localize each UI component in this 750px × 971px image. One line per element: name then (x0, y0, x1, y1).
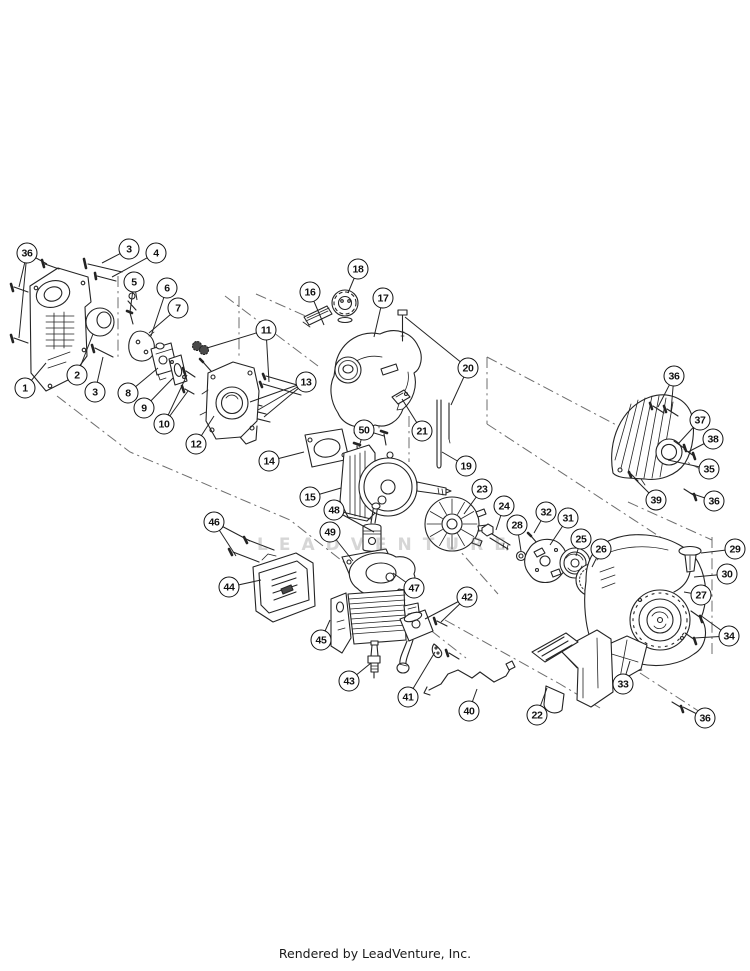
callout-balloon-11[interactable]: 11 (255, 319, 277, 341)
part-fuel-line (436, 399, 442, 469)
part-starter-housing (584, 534, 707, 673)
engine-parts-artwork (9, 257, 707, 714)
callout-balloon-34[interactable]: 34 (718, 625, 740, 647)
part-starter-pawl-plate (524, 538, 568, 584)
rendered-by-credit: Rendered by LeadVenture, Inc. (278, 946, 472, 961)
fastener-insulator-pin (432, 616, 460, 660)
part-engine-housing-front (199, 361, 260, 445)
callout-balloon-45[interactable]: 45 (310, 629, 332, 651)
fastener-flywheel-bolt (481, 523, 511, 551)
part-engine-shroud (611, 394, 694, 486)
part-cable-clamp (391, 389, 411, 411)
callout-balloon-16[interactable]: 16 (299, 281, 321, 303)
callout-balloon-30[interactable]: 30 (716, 563, 738, 585)
callout-balloon-36[interactable]: 36 (703, 490, 725, 512)
callout-balloon-3[interactable]: 3 (84, 381, 106, 403)
callout-balloon-36[interactable]: 36 (16, 242, 38, 264)
callout-balloon-41[interactable]: 41 (397, 686, 419, 708)
callout-balloon-29[interactable]: 29 (724, 538, 746, 560)
part-air-filter (85, 307, 115, 337)
part-choke-plate (128, 330, 155, 362)
callout-balloon-2[interactable]: 2 (66, 364, 88, 386)
callout-balloon-46[interactable]: 46 (203, 511, 225, 533)
callout-balloon-26[interactable]: 26 (590, 538, 612, 560)
fastener-pawl-screw (526, 531, 538, 544)
callout-balloon-27[interactable]: 27 (690, 584, 712, 606)
callout-balloon-18[interactable]: 18 (347, 258, 369, 280)
callout-balloon-49[interactable]: 49 (319, 521, 341, 543)
callout-balloon-25[interactable]: 25 (570, 528, 592, 550)
callout-balloon-10[interactable]: 10 (153, 413, 175, 435)
part-flywheel (424, 496, 489, 552)
callout-balloon-21[interactable]: 21 (411, 420, 433, 442)
callout-balloon-13[interactable]: 13 (295, 371, 317, 393)
callout-balloon-42[interactable]: 42 (456, 586, 478, 608)
part-washer (515, 550, 527, 562)
fastener-starter-screws (671, 610, 704, 714)
callout-balloon-28[interactable]: 28 (506, 514, 528, 536)
callout-balloon-17[interactable]: 17 (372, 287, 394, 309)
callout-balloon-43[interactable]: 43 (338, 670, 360, 692)
callout-balloon-35[interactable]: 35 (698, 458, 720, 480)
callout-balloon-14[interactable]: 14 (258, 450, 280, 472)
part-mount-bracket-front (531, 629, 614, 714)
callout-balloon-15[interactable]: 15 (299, 486, 321, 508)
part-air-filter-cover (29, 267, 92, 392)
callout-balloon-50[interactable]: 50 (353, 419, 375, 441)
callout-balloon-19[interactable]: 19 (455, 455, 477, 477)
callout-balloon-33[interactable]: 33 (612, 673, 634, 695)
part-carb-gasket (168, 354, 188, 386)
part-muffler-shield (330, 592, 352, 654)
callout-balloon-8[interactable]: 8 (117, 382, 139, 404)
callout-balloon-4[interactable]: 4 (145, 242, 167, 264)
fastener-muffler-bolts (227, 535, 275, 563)
callout-balloon-24[interactable]: 24 (493, 495, 515, 517)
part-wire-clip (431, 643, 443, 659)
callout-balloon-3[interactable]: 3 (118, 238, 140, 260)
part-filter-nut (191, 340, 212, 372)
callout-balloon-6[interactable]: 6 (156, 277, 178, 299)
fastener-tank-bolt (397, 309, 451, 444)
part-tank-bracket (302, 305, 333, 328)
part-muffler (252, 552, 316, 623)
callout-balloon-36[interactable]: 36 (663, 365, 685, 387)
callout-balloon-39[interactable]: 39 (645, 489, 667, 511)
fastener-shroud-screws (627, 401, 698, 502)
part-throttle-linkage (423, 660, 516, 696)
leader-line (404, 316, 469, 369)
callout-balloon-47[interactable]: 47 (403, 577, 425, 599)
part-fuel-tank (330, 330, 422, 434)
part-intake-gasket (304, 428, 350, 468)
callout-balloon-38[interactable]: 38 (702, 428, 724, 450)
callout-balloon-32[interactable]: 32 (535, 501, 557, 523)
part-crankshaft-assembly (339, 444, 452, 522)
part-spark-plug (367, 640, 381, 679)
callout-balloon-36[interactable]: 36 (694, 707, 716, 729)
callout-balloon-31[interactable]: 31 (557, 507, 579, 529)
callout-balloon-44[interactable]: 44 (218, 576, 240, 598)
callout-balloon-22[interactable]: 22 (526, 704, 548, 726)
leader-line (18, 252, 28, 339)
callout-balloon-12[interactable]: 12 (185, 433, 207, 455)
part-piston (362, 502, 382, 552)
callout-balloon-5[interactable]: 5 (123, 271, 145, 293)
callout-balloon-37[interactable]: 37 (689, 409, 711, 431)
callout-balloon-7[interactable]: 7 (167, 297, 189, 319)
callout-balloon-48[interactable]: 48 (323, 499, 345, 521)
callout-balloon-1[interactable]: 1 (14, 377, 36, 399)
part-fuel-cap (331, 289, 359, 324)
callout-balloon-40[interactable]: 40 (458, 700, 480, 722)
part-starter-handle (673, 545, 702, 593)
callout-balloon-9[interactable]: 9 (133, 397, 155, 419)
callout-balloon-23[interactable]: 23 (471, 478, 493, 500)
part-intake-insulator (396, 609, 434, 674)
callout-balloon-20[interactable]: 20 (457, 357, 479, 379)
